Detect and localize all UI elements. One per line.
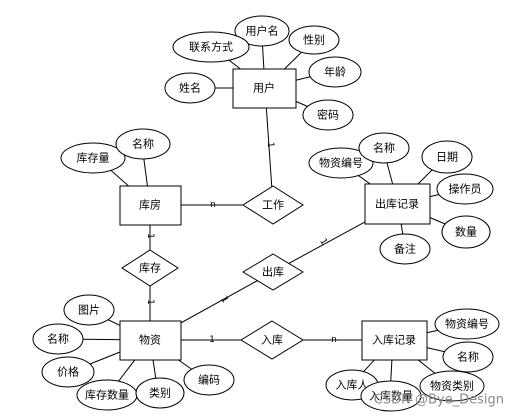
attr-material-category-label: 类别: [149, 386, 171, 400]
relationship-stock: [121, 249, 179, 287]
cardinality-inbound-record: n: [331, 335, 337, 345]
attr-user-username: [234, 15, 290, 47]
attr-material-price-label: 价格: [57, 365, 79, 379]
attr-outbound-operator-label: 操作员: [449, 182, 482, 196]
attr-inbound-category-label: 物资类别: [430, 379, 474, 393]
entity-user-label: 用户: [253, 81, 275, 95]
attr-warehouse-name-label: 名称: [132, 137, 154, 151]
attr-warehouse-name: [115, 128, 171, 160]
attr-user-password-label: 密码: [317, 108, 339, 122]
relationships: 工作 库存 出库 入库: [121, 185, 304, 360]
entity-warehouse: [119, 185, 182, 226]
cardinality-outbound-material: 1: [218, 295, 230, 305]
attr-material-image: [63, 294, 115, 326]
attr-material-name-label: 名称: [47, 332, 69, 346]
cardinality-outbound-record: 1: [317, 237, 329, 247]
attr-material-stock-qty-label: 库存数量: [85, 388, 129, 402]
cardinality-material-inbound: 1: [209, 335, 215, 345]
attr-material-image-label: 图片: [78, 304, 100, 317]
cardinality-user-work: 1: [265, 142, 275, 149]
attr-outbound-material-id: [308, 147, 374, 179]
attr-user-gender-label: 性别: [303, 33, 325, 47]
attr-inbound-material-id: [434, 308, 500, 340]
entity-material: [119, 320, 182, 361]
attr-outbound-qty: [441, 215, 491, 249]
attr-outbound-qty-label: 数量: [455, 226, 477, 239]
attr-outbound-material-id-label: 物资编号: [319, 156, 363, 170]
entity-user: [232, 68, 297, 109]
attr-user-age: [308, 56, 362, 88]
relationship-work: [242, 185, 304, 225]
entity-material-label: 物资: [139, 333, 161, 347]
attr-warehouse-stock-qty: [60, 142, 126, 174]
attr-material-code-label: 编码: [198, 373, 220, 387]
attr-inbound-qty-label: 入库数量: [369, 390, 413, 403]
attr-user-age-label: 年龄: [324, 65, 346, 79]
attr-warehouse-stock-qty-label: 库存量: [77, 151, 110, 165]
entity-warehouse-label: 库房: [139, 199, 161, 212]
attr-inbound-category: [419, 370, 485, 402]
attr-outbound-name-label: 名称: [373, 141, 395, 155]
attr-user-name: [164, 72, 216, 104]
relationship-stock-label: 库存: [139, 261, 161, 275]
attr-outbound-operator: [436, 173, 494, 205]
relationship-outbound: [242, 253, 304, 291]
cardinality-material-stock: 1: [145, 299, 155, 305]
attr-user-gender: [288, 25, 340, 55]
attr-material-category: [135, 377, 185, 409]
entity-inbound-record: [361, 320, 428, 361]
attr-outbound-remark: [379, 233, 431, 265]
attr-inbound-name: [442, 341, 494, 373]
attr-outbound-date-label: 日期: [436, 151, 458, 164]
attr-outbound-remark-label: 备注: [394, 242, 416, 256]
attr-user-contact: [172, 31, 250, 63]
attr-inbound-name-label: 名称: [457, 350, 479, 364]
attr-material-code: [183, 364, 235, 396]
relationship-outbound-label: 出库: [262, 265, 284, 279]
cardinalities: 1 n 1 1 1 1 1 n: [145, 142, 337, 345]
relationship-inbound-label: 入库: [261, 334, 283, 347]
cardinality-warehouse-work: n: [210, 200, 216, 210]
relationship-work-label: 工作: [262, 199, 284, 212]
entity-outbound-record: [364, 183, 431, 225]
attr-inbound-qty: [360, 380, 422, 412]
relationship-inbound: [240, 320, 304, 360]
entities: 用户 库房 出库记录 物资 入库记录: [119, 68, 431, 361]
entity-outbound-record-label: 出库记录: [375, 197, 419, 211]
attr-user-contact-label: 联系方式: [189, 40, 233, 54]
attr-material-price: [41, 356, 95, 388]
watermark: CSDN @Bye_Design: [374, 393, 504, 408]
attr-user-password: [302, 99, 354, 131]
attr-user-username-label: 用户名: [246, 24, 279, 38]
entity-inbound-record-label: 入库记录: [372, 334, 416, 347]
attr-user-name-label: 姓名: [179, 81, 201, 95]
attr-outbound-date: [421, 140, 473, 174]
cardinality-warehouse-stock: 1: [145, 233, 155, 239]
attr-material-name: [32, 323, 84, 355]
attr-outbound-name: [358, 132, 410, 164]
attr-inbound-person-label: 入库人: [336, 379, 369, 392]
attr-inbound-material-id-label: 物资编号: [445, 317, 489, 331]
attributes: 用户名 性别 联系方式 姓名 年龄 密码 库存量 名称 物资编号 名称 日期 操…: [32, 15, 500, 412]
